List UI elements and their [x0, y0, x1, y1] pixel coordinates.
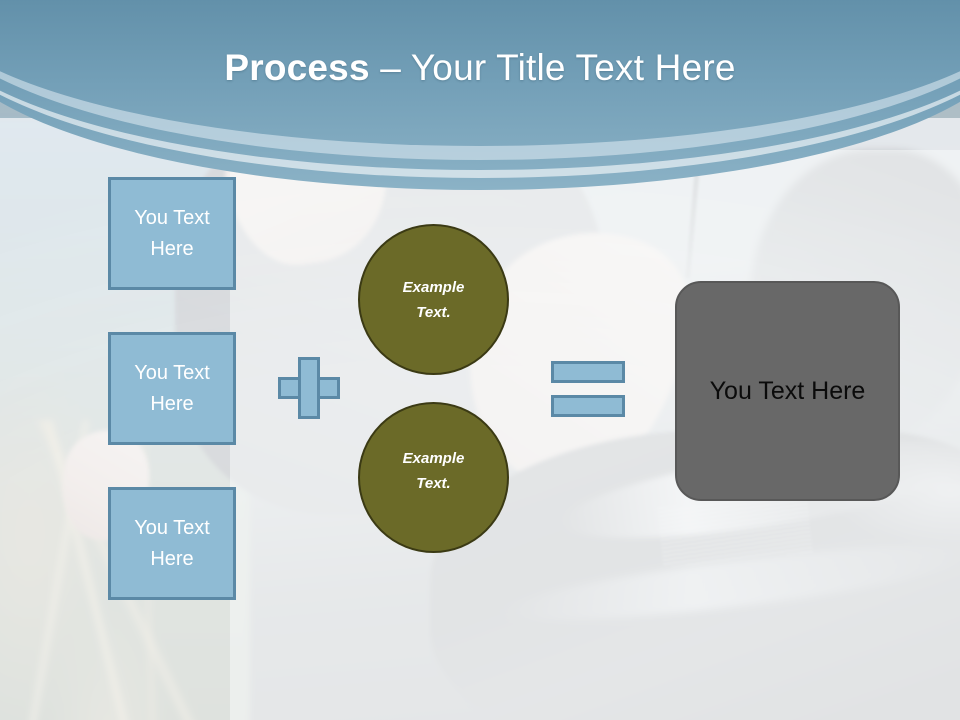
- page-title-rest: – Your Title Text Here: [369, 47, 736, 88]
- input-box-2-label: You Text Here: [134, 361, 210, 415]
- equals-bottom-bar: [551, 395, 625, 417]
- input-box-3-label: You Text Here: [134, 516, 210, 570]
- header-arc-white-line: [0, 0, 960, 178]
- page-title: Process – Your Title Text Here: [0, 47, 960, 89]
- factor-circle-1-line2: Text.: [416, 303, 451, 321]
- factor-circle-2-line2: Text.: [416, 474, 451, 492]
- factor-circle-1-line1: Example: [402, 278, 465, 296]
- equals-top-bar: [551, 361, 625, 383]
- plus-operator-icon: [278, 357, 340, 419]
- input-box-3[interactable]: You Text Here: [108, 487, 236, 600]
- input-box-1-label: You Text Here: [134, 206, 210, 260]
- result-box[interactable]: You Text Here: [675, 281, 900, 501]
- plus-center-fill: [301, 380, 317, 396]
- input-box-2[interactable]: You Text Here: [108, 332, 236, 445]
- result-box-label: You Text Here: [709, 376, 866, 405]
- factor-circle-2-line1: Example: [402, 449, 465, 467]
- equals-operator-icon: [551, 361, 625, 417]
- slide-header: [0, 0, 960, 200]
- page-title-bold: Process: [224, 47, 370, 88]
- input-box-1[interactable]: You Text Here: [108, 177, 236, 290]
